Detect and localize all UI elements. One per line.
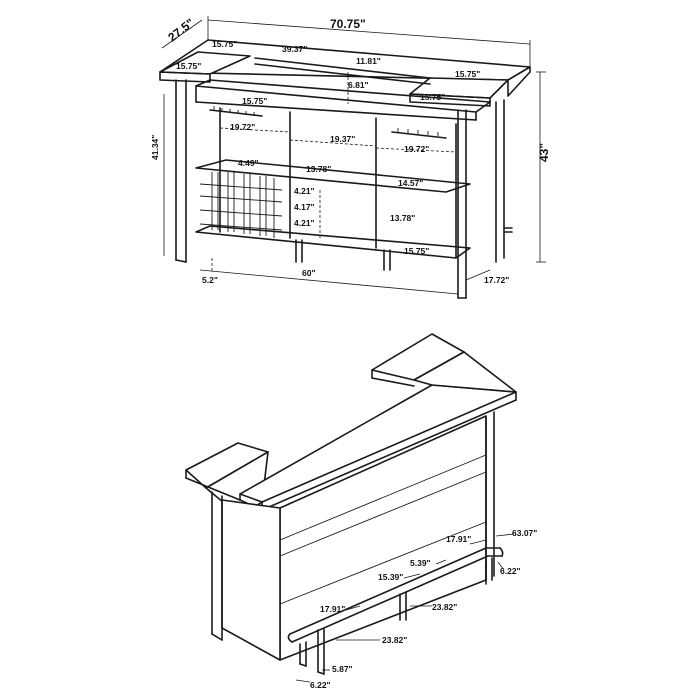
upper-shelf bbox=[195, 79, 491, 113]
footrest-total-label: 63.07" bbox=[512, 528, 537, 538]
bottom-shelf bbox=[195, 225, 471, 259]
top-center-width-label: 39.37" bbox=[282, 44, 307, 54]
bottom-dimension-labels: 63.07" 17.91" 6.22" 5.39" 15.39" 23.82" … bbox=[310, 528, 537, 690]
right-shelf-depth-label: 14.57" bbox=[398, 178, 423, 188]
footrest-depth-right-label: 17.91" bbox=[446, 534, 471, 544]
top-right-width-label: 15.75" bbox=[455, 69, 480, 79]
countertop-right-edge bbox=[507, 66, 531, 97]
right-lower-height-label: 13.78" bbox=[390, 213, 415, 223]
base-depth-label: 17.72" bbox=[484, 275, 509, 285]
leg-offset-label: 5.2" bbox=[202, 275, 218, 285]
overall-depth-label: 27.5" bbox=[165, 16, 197, 45]
bottom-depth-label: 15.75" bbox=[404, 246, 429, 256]
left-flap-edge bbox=[159, 71, 211, 83]
footrest-offset-left-label: 6.22" bbox=[310, 680, 331, 690]
bar-front-elevation bbox=[159, 16, 546, 299]
top-left-width-label: 15.75" bbox=[212, 39, 237, 49]
footrest-span-a-label: 15.39" bbox=[378, 572, 403, 582]
wine-row-3-label: 4.21" bbox=[294, 218, 315, 228]
shelf-left-width-label: 15.75" bbox=[242, 96, 267, 106]
top-left-depth-label: 15.75" bbox=[176, 61, 201, 71]
right-flap-edge bbox=[409, 93, 491, 107]
footrest-span-c-label: 23.82" bbox=[382, 635, 407, 645]
glass-hanger-right bbox=[391, 128, 447, 139]
cell-right-width-label: 19.72" bbox=[404, 144, 429, 154]
body-height-label: 41.34" bbox=[150, 135, 160, 160]
gap-height-label: 6.81" bbox=[348, 80, 369, 90]
overall-width-label: 70.75" bbox=[330, 17, 366, 31]
overall-height-label: 43" bbox=[537, 143, 551, 162]
cell-left-width-label: 19.72" bbox=[230, 122, 255, 132]
bar-perspective-view bbox=[185, 333, 517, 683]
side-panel bbox=[221, 499, 281, 661]
middle-shelf bbox=[195, 159, 471, 193]
shelf-height-center-label: 13.78" bbox=[306, 164, 331, 174]
footrest-rail bbox=[287, 547, 504, 675]
cell-center-width-label: 19.37" bbox=[330, 134, 355, 144]
footrest-depth-left-label: 17.91" bbox=[320, 604, 345, 614]
wine-cell-width-label: 4.49" bbox=[238, 158, 259, 168]
top-center-depth-label: 11.81" bbox=[356, 56, 381, 66]
glass-hanger-left bbox=[209, 106, 263, 117]
wine-rack bbox=[199, 172, 283, 238]
wine-row-1-label: 4.21" bbox=[294, 186, 315, 196]
top-right-depth-label: 15.75" bbox=[420, 92, 445, 102]
footrest-height-label: 5.39" bbox=[410, 558, 431, 568]
footrest-offset-right-label: 6.22" bbox=[500, 566, 521, 576]
wine-row-2-label: 4.17" bbox=[294, 202, 315, 212]
footrest-bottom-height-label: 5.87" bbox=[332, 664, 353, 674]
footrest-span-b-label: 23.82" bbox=[432, 602, 457, 612]
base-length-label: 60" bbox=[302, 268, 316, 278]
